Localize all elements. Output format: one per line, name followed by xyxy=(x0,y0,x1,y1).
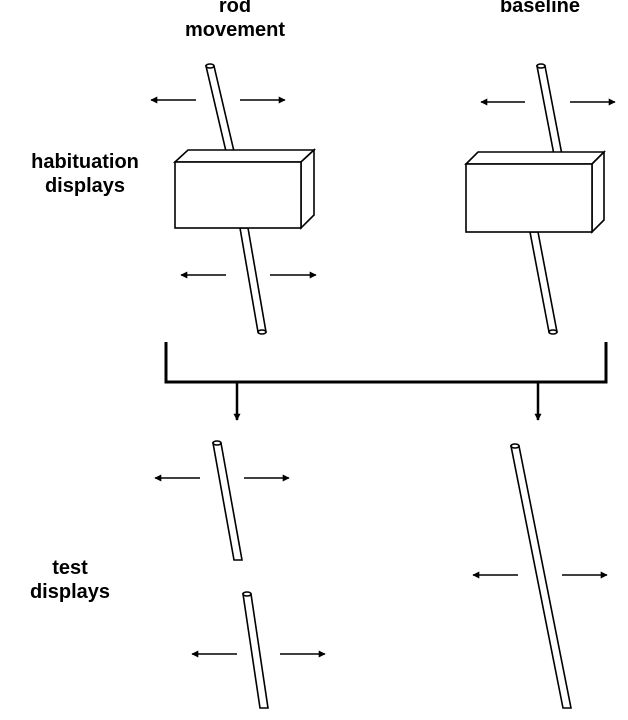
rod-piece-lower xyxy=(242,591,269,709)
row-label-habituation-line1: habituation xyxy=(31,151,139,173)
rod-complete xyxy=(510,443,572,709)
rod-piece-upper xyxy=(212,440,243,561)
test-broken-rod-display xyxy=(154,440,326,709)
rod-upper-segment xyxy=(536,63,564,161)
occluder-block xyxy=(464,150,606,234)
column-header-baseline: baseline xyxy=(499,0,581,17)
habituation-rod-movement-display xyxy=(150,63,317,335)
occluder-block xyxy=(172,148,317,230)
test-complete-rod-display xyxy=(472,443,608,709)
column-header-rod-movement-line2: movement xyxy=(184,19,286,41)
connector-bracket xyxy=(164,342,608,421)
rod-upper-segment xyxy=(204,63,238,161)
rod-lower-segment xyxy=(239,227,267,335)
column-header-rod-movement-line1: rod xyxy=(218,0,252,17)
row-label-test-displays: test displays xyxy=(5,556,135,604)
habituation-baseline-display xyxy=(464,63,616,335)
row-label-habituation-line2: displays xyxy=(44,175,126,197)
column-header-rod-movement: rod movement xyxy=(160,0,310,42)
row-label-test-line2: displays xyxy=(29,581,111,603)
row-label-habituation-displays: habituation displays xyxy=(10,150,160,198)
rod-lower-segment xyxy=(529,231,558,335)
row-label-test-line1: test xyxy=(52,557,88,579)
